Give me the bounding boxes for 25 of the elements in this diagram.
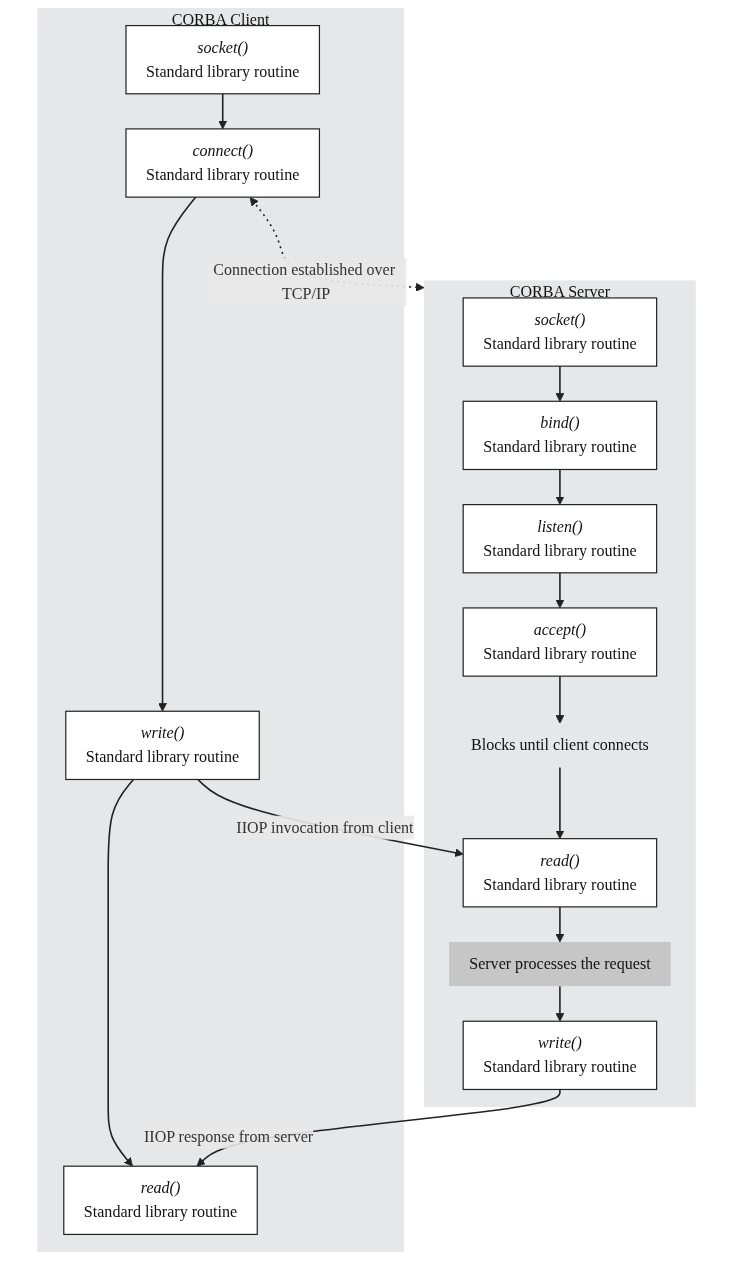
node-box: read() Standard library routine: [462, 838, 658, 908]
node-box: bind() Standard library routine: [462, 400, 658, 471]
node-box: read() Standard library routine: [63, 1165, 258, 1235]
arrow: [555, 985, 565, 1022]
node-box: Server processes the request: [449, 942, 671, 987]
arrow: [555, 675, 565, 724]
edge-label: IIOP response from server: [143, 1127, 314, 1145]
node-box: socket() Standard library routine: [462, 297, 658, 367]
node-box: connect() Standard library routine: [125, 128, 321, 198]
arrow: [107, 778, 135, 1167]
node-box: write() Standard library routine: [462, 1020, 658, 1091]
arrow: [555, 906, 565, 943]
node-box: socket() Standard library routine: [125, 24, 321, 95]
arrow: [197, 778, 464, 857]
arrow: [218, 93, 228, 130]
arrow: [555, 365, 565, 402]
arrow: [555, 572, 565, 609]
arrow: [555, 766, 565, 840]
node-box: write() Standard library routine: [65, 710, 260, 781]
node-box: listen() Standard library routine: [462, 504, 658, 574]
node-text: Blocks until client connects: [470, 736, 649, 754]
arrow: [158, 196, 197, 712]
node-box: accept() Standard library routine: [462, 607, 658, 677]
edge-label: Connection established over TCP/IP: [213, 260, 396, 302]
arrow: [555, 468, 565, 505]
